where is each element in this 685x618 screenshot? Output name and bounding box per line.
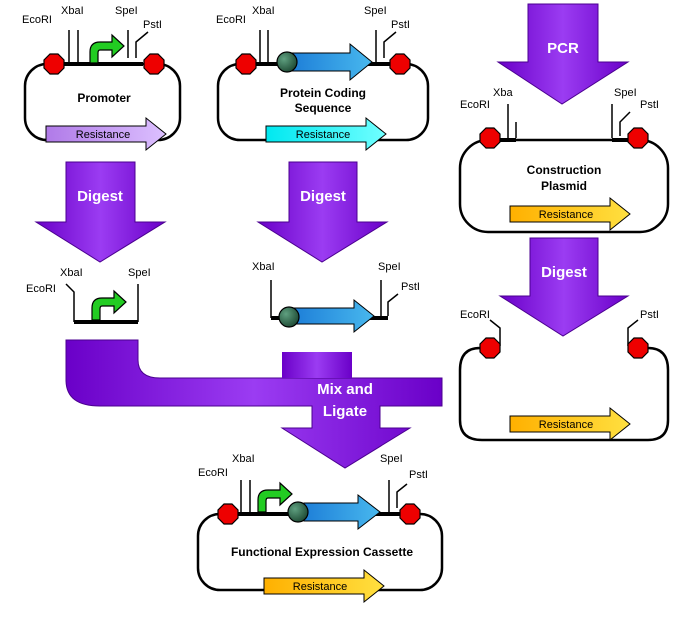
down-arrow-icon [256, 161, 389, 263]
cassette-label: Functional Expression Cassette [231, 545, 413, 559]
resistance-label: Resistance [293, 581, 347, 593]
construction-label-line2: Plasmid [541, 179, 587, 193]
pstl-site-icon [143, 53, 165, 75]
cds-label-line1: Protein Coding [280, 86, 366, 100]
resistance-label: Resistance [539, 419, 593, 431]
ecori-site-icon [235, 53, 257, 75]
digest-label: Digest [300, 188, 346, 205]
down-arrow-icon [498, 237, 630, 337]
xba-label: Xba [493, 87, 513, 99]
mix-and-ligate-arrow: Mix and Ligate [65, 339, 443, 469]
spel-label: SpeI [614, 87, 637, 99]
ecori-site-icon [479, 337, 501, 359]
plasmid-loop [458, 138, 670, 234]
mix-label-line2: Ligate [323, 403, 367, 420]
pstl-label: PstI [401, 281, 420, 293]
promoter-plasmid: Resistance Promoter EcoRI XbaI SpeI PstI [22, 5, 182, 152]
pstl-site-icon [399, 503, 421, 525]
site-tick [135, 31, 149, 58]
pstl-label: PstI [391, 19, 410, 31]
ecori-label: EcoRI [198, 467, 228, 479]
pstl-site-icon [627, 337, 649, 359]
ecori-site-icon [479, 127, 501, 149]
ecori-label: EcoRI [460, 99, 490, 111]
promoter-arrow-icon [257, 481, 293, 513]
pstl-label: PstI [409, 469, 428, 481]
xbal-label: XbaI [252, 261, 275, 273]
merge-arrow-icon [65, 339, 443, 469]
construction-plasmid: Resistance Construction Plasmid Xba EcoR… [458, 87, 670, 234]
site-tick [396, 483, 408, 508]
coding-sequence-arrow-icon [293, 298, 375, 334]
rbs-icon [278, 306, 300, 328]
pcr-label: PCR [547, 40, 579, 57]
spel-label: SpeI [364, 5, 387, 17]
digest-arrow-middle: Digest [256, 161, 389, 263]
down-arrow-icon [496, 3, 630, 105]
pstl-label: PstI [143, 19, 162, 31]
site-tick [383, 31, 397, 58]
rbs-icon [287, 501, 309, 523]
mix-label-line1: Mix and [317, 381, 373, 398]
resistance-bar [265, 116, 387, 152]
cds-label-line2: Sequence [295, 101, 352, 115]
resistance-bar [45, 116, 167, 152]
spel-label: SpeI [378, 261, 401, 273]
coding-sequence-arrow-icon [291, 42, 373, 82]
digest-arrow-left: Digest [34, 161, 167, 263]
digest-label: Digest [77, 188, 123, 205]
ecori-label: EcoRI [216, 14, 246, 26]
resistance-bar [509, 406, 631, 442]
ecori-site-icon [43, 53, 65, 75]
promoter-label: Promoter [77, 91, 131, 105]
promoter-arrow-icon [91, 289, 127, 321]
digest-arrow-right: Digest [498, 237, 630, 337]
cds-plasmid: Resistance Protein Coding Sequence EcoRI… [216, 5, 430, 152]
xbal-label: XbaI [232, 453, 255, 465]
site-tick [489, 319, 501, 346]
xbal-label: XbaI [60, 267, 83, 279]
site-tick [619, 111, 631, 136]
rbs-icon [276, 51, 298, 73]
pstl-label: PstI [640, 309, 659, 321]
spel-label: SpeI [115, 5, 138, 17]
down-arrow-icon [34, 161, 167, 263]
digested-construction-plasmid: Resistance EcoRI PstI [458, 309, 670, 442]
digest-label: Digest [541, 264, 587, 281]
pcr-arrow: PCR [496, 3, 630, 105]
ecori-label: EcoRI [460, 309, 490, 321]
resistance-label: Resistance [296, 129, 350, 141]
ecori-site-icon [217, 503, 239, 525]
site-tick [65, 283, 75, 322]
xbal-label: XbaI [61, 5, 84, 17]
promoter-arrow-icon [89, 33, 125, 64]
coding-sequence-arrow-icon [303, 493, 381, 531]
construction-label-line1: Construction [527, 163, 602, 177]
merge-arrow-icon [282, 352, 352, 378]
pstl-site-icon [389, 53, 411, 75]
resistance-label: Resistance [76, 129, 130, 141]
resistance-bar [509, 196, 631, 232]
ecori-label: EcoRI [26, 283, 56, 295]
spel-label: SpeI [380, 453, 403, 465]
pstl-site-icon [627, 127, 649, 149]
resistance-bar [263, 568, 385, 604]
plasmid-loop [458, 346, 670, 442]
ecori-label: EcoRI [22, 14, 52, 26]
site-tick [627, 319, 639, 346]
spel-label: SpeI [128, 267, 151, 279]
expression-cassette-plasmid: Resistance Functional Expression Cassett… [196, 453, 444, 604]
xbal-label: XbaI [252, 5, 275, 17]
resistance-label: Resistance [539, 209, 593, 221]
pstl-label: PstI [640, 99, 659, 111]
site-tick [387, 293, 399, 316]
promoter-fragment: EcoRI XbaI SpeI [26, 267, 151, 324]
cds-fragment: XbaI SpeI PstI [252, 261, 420, 334]
